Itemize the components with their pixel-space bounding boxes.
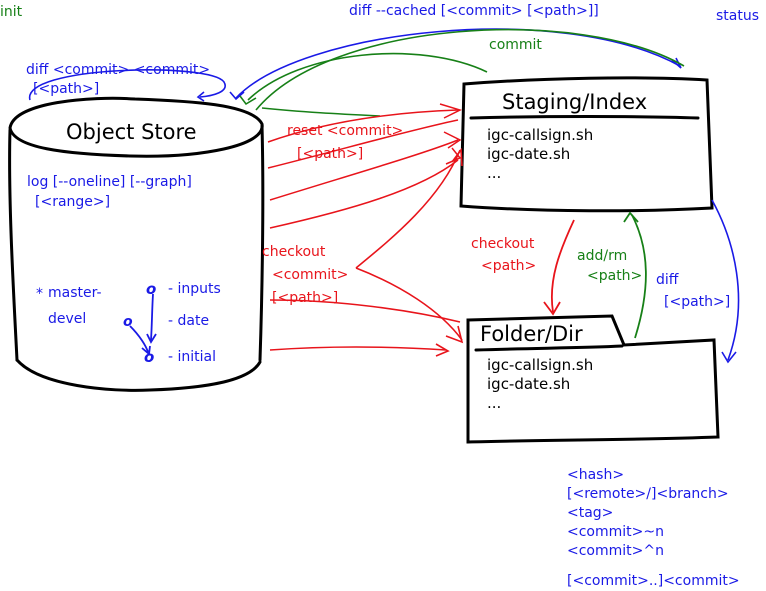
folder-title: Folder/Dir [480,322,583,346]
checkout-mid-label-1: checkout [471,236,535,252]
revision-branch: [<remote>/]<branch> [567,486,729,502]
commit-graph [129,293,157,356]
add-rm-label-2: <path> [587,268,642,284]
revision-ancestor: <commit>~n [567,524,664,540]
folder-file-1: igc-callsign.sh [487,356,593,374]
diff-commit-self-arrow [29,69,226,102]
folder-file-2: igc-date.sh [487,375,570,393]
revision-parent: <commit>^n [567,543,664,559]
revision-tag: <tag> [567,505,613,521]
diff-commit-label-2: [<path>] [33,81,99,97]
add-rm-label-1: add/rm [577,248,627,264]
log-label-2: [<range>] [35,194,110,210]
checkout-mid-arrow [543,219,575,316]
checkout-mid-label-2: <path> [481,258,536,274]
revision-range: [<commit>..]<commit> [567,573,740,589]
commit-node-inputs: o [146,280,156,298]
staging-file-2: igc-date.sh [487,145,570,163]
revision-hash: <hash> [567,467,624,483]
folder-file-3: ... [487,394,501,412]
folder-dir-box [466,314,720,444]
object-store-title: Object Store [66,120,197,144]
commit-node-initial: o [144,348,154,366]
diff-right-arrow [711,199,740,364]
commit-date-label: - date [168,313,209,329]
checkout-left-label-3: [<path>] [272,290,338,306]
log-label-1: log [--oneline] [--graph] [27,174,192,190]
init-label: init [0,4,23,20]
branch-devel: devel [48,311,86,327]
reset-label-1: reset <commit> [287,123,403,139]
branch-current-marker: * [36,286,43,302]
status-label: status [716,8,759,24]
add-rm-arrow [623,211,647,339]
staging-file-1: igc-callsign.sh [487,126,593,144]
staging-index-box [459,76,714,213]
diff-cached-label: diff --cached [<commit> [<path>]] [349,3,599,19]
staging-to-store-green-line [261,107,381,117]
commit-label: commit [489,37,542,53]
commit-arrow [239,52,488,106]
staging-file-3: ... [487,164,501,182]
reset-label-2: [<path>] [297,146,363,162]
commit-initial-label: - initial [168,349,216,365]
branch-master: master- [48,285,102,301]
reset-arrows [267,103,463,229]
checkout-left-label-2: <commit> [272,267,348,283]
object-store-cylinder [8,96,265,392]
diff-cached-green-arrow [255,28,685,111]
diff-commit-label-1: diff <commit> <commit> [26,62,210,78]
commit-node-date: o [123,314,133,330]
diff-right-label-1: diff [656,272,679,288]
checkout-left-label-1: checkout [262,244,326,260]
checkout-left-arrows [269,147,464,357]
diff-cached-arrow [229,28,682,101]
diff-right-label-2: [<path>] [664,294,730,310]
staging-title: Staging/Index [502,90,647,114]
commit-inputs-label: - inputs [168,281,221,297]
